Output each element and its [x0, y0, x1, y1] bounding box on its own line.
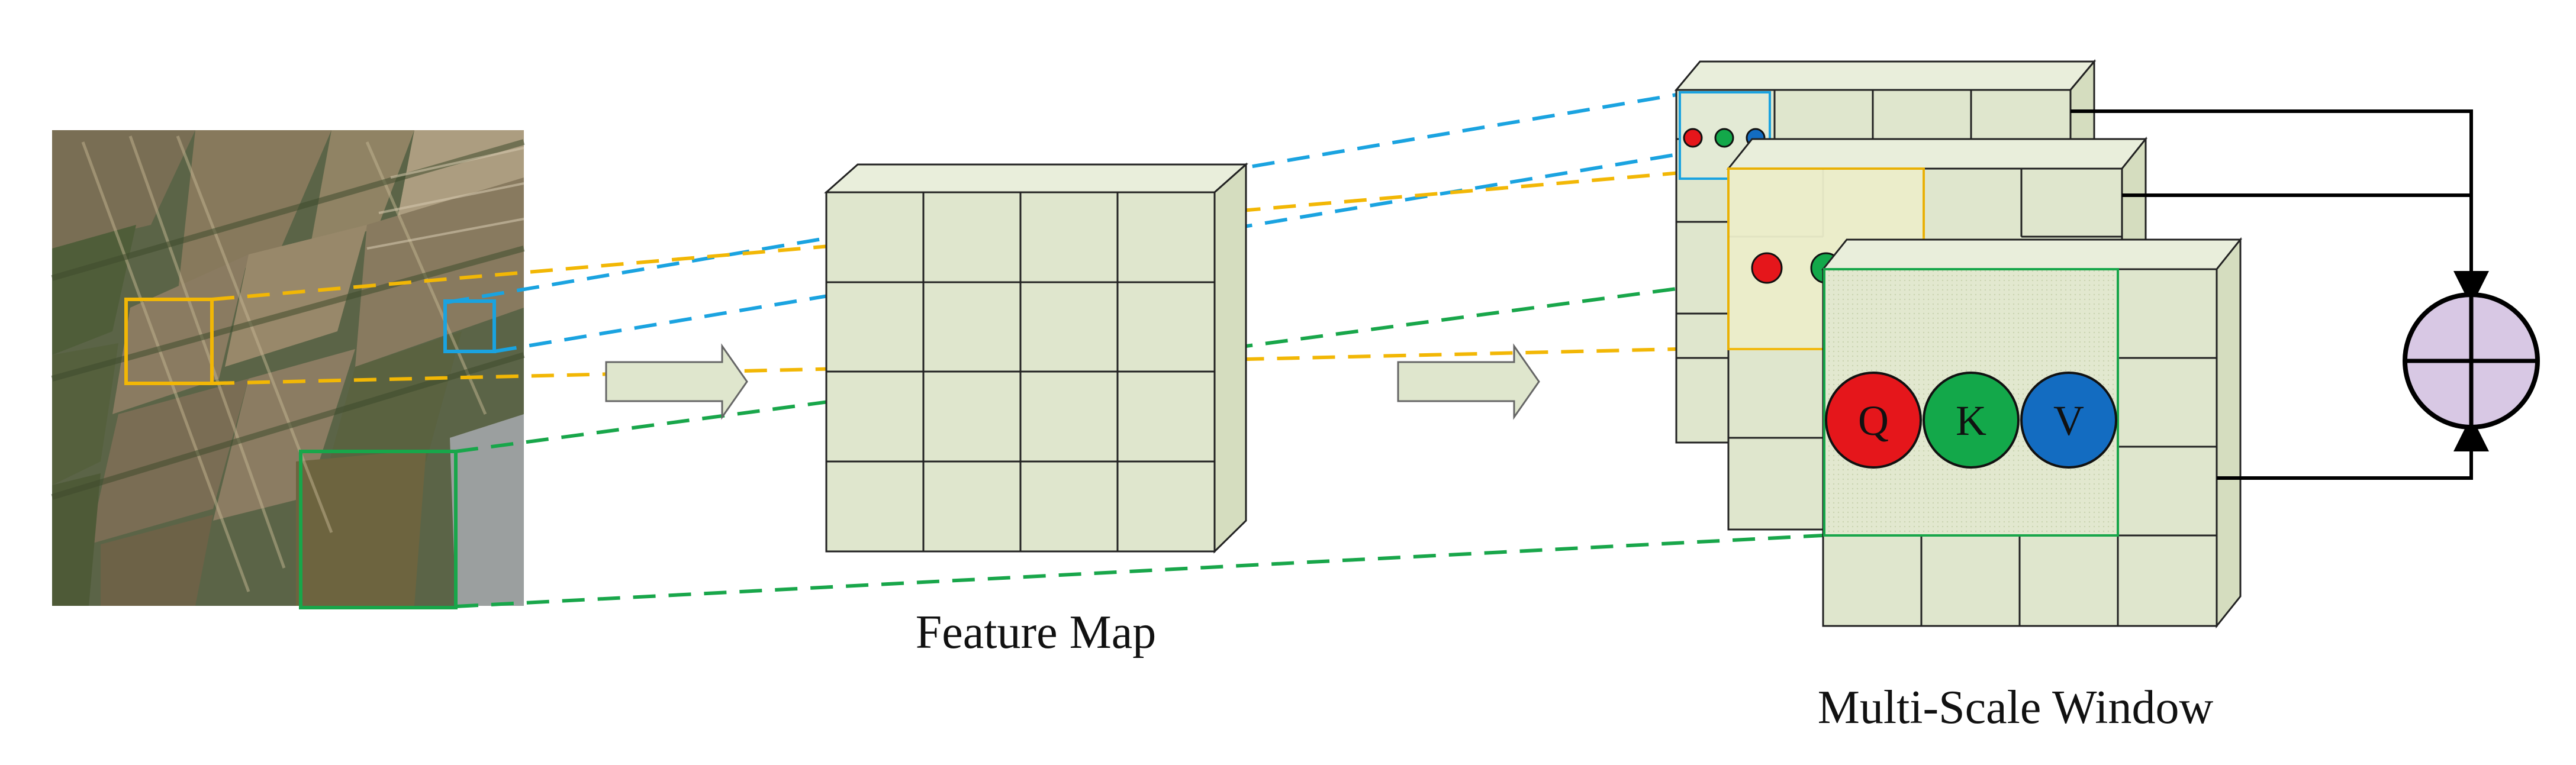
k-label: K	[1956, 397, 1986, 444]
blue-window-box	[443, 299, 496, 353]
q-label: Q	[1858, 397, 1889, 444]
q-circle	[1825, 372, 1922, 469]
multi-scale-window-caption: Multi-Scale Window	[1818, 682, 2214, 734]
right-block-arrow-1	[605, 343, 748, 420]
v-circle	[2020, 372, 2117, 469]
window-block-large-scale: Q K V	[1821, 237, 2243, 629]
circled-plus-sum-icon	[2403, 292, 2540, 430]
input-aerial-image	[51, 130, 525, 609]
feature-map-caption: Feature Map	[916, 606, 1157, 659]
output-connectors	[2071, 109, 2489, 480]
feature-map-block	[824, 162, 1248, 554]
v-label: V	[2053, 397, 2084, 444]
v-token: V	[2020, 372, 2117, 469]
q-token: Q	[1825, 372, 1922, 469]
green-window-box	[299, 450, 458, 609]
k-token: K	[1923, 372, 2020, 469]
right-block-arrow-2	[1397, 343, 1540, 420]
yellow-window-box	[124, 298, 214, 385]
medium-q-circle	[1751, 252, 1783, 284]
small-k-circle	[1714, 128, 1734, 148]
k-circle	[1923, 372, 2020, 469]
small-q-circle	[1683, 128, 1703, 148]
